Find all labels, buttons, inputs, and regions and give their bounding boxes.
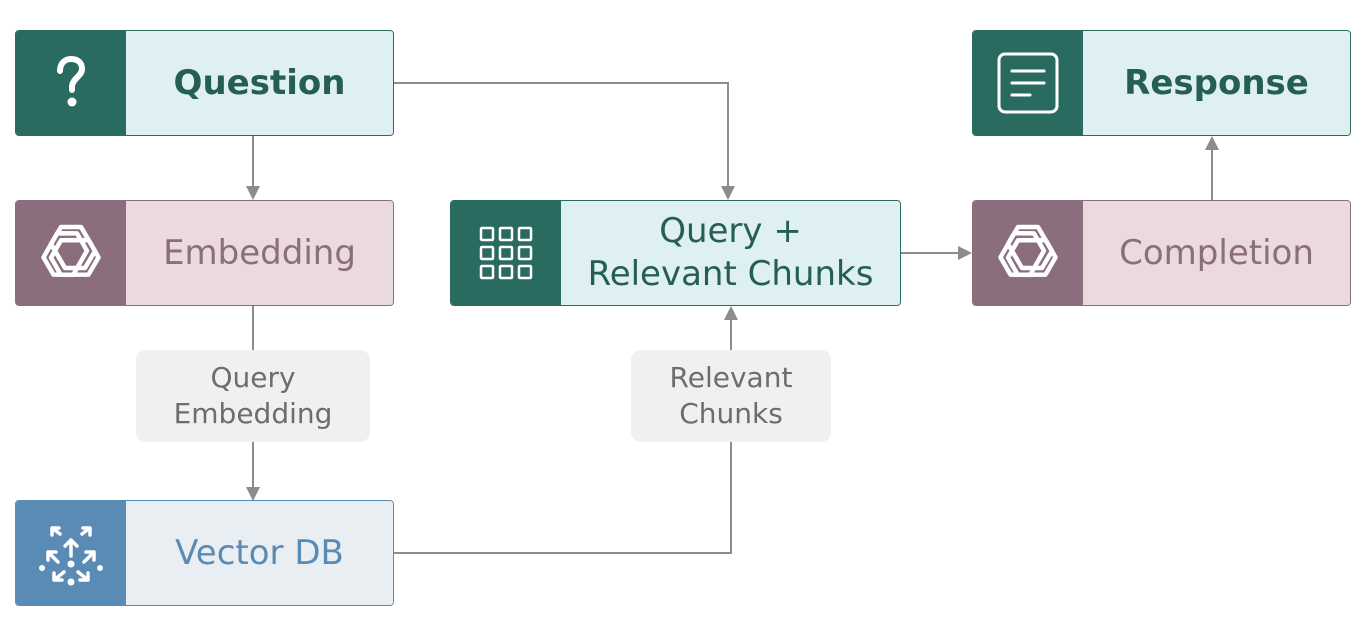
question-mark-icon: [16, 31, 126, 135]
question-label: Question: [126, 31, 393, 135]
query-chunks-label: Query + Relevant Chunks: [561, 201, 900, 305]
query-embedding-edge-label: Query Embedding: [136, 350, 370, 442]
question-node: Question: [15, 30, 394, 136]
query-chunks-node: Query + Relevant Chunks: [450, 200, 901, 306]
openai-logo-icon: [16, 201, 126, 305]
vector-db-label: Vector DB: [126, 501, 393, 605]
response-node: Response: [972, 30, 1351, 136]
query-embedding-line1: Query: [210, 361, 296, 394]
relevant-chunks-edge-label: Relevant Chunks: [631, 350, 831, 442]
query-chunks-label-line1: Query +: [659, 211, 802, 251]
openai-logo-icon: [973, 201, 1083, 305]
response-label: Response: [1083, 31, 1350, 135]
query-chunks-label-line2: Relevant Chunks: [587, 254, 874, 294]
completion-node: Completion: [972, 200, 1351, 306]
embedding-label: Embedding: [126, 201, 393, 305]
grid-icon: [451, 201, 561, 305]
vector-db-node: Vector DB: [15, 500, 394, 606]
vector-cluster-icon: [16, 501, 126, 605]
line-vector-db-to-relevant-chunks: [393, 442, 732, 554]
relevant-chunks-line1: Relevant: [669, 361, 793, 394]
query-embedding-line2: Embedding: [173, 397, 333, 430]
arrow-question-to-query-chunks: [393, 82, 735, 200]
completion-label: Completion: [1083, 201, 1350, 305]
embedding-node: Embedding: [15, 200, 394, 306]
document-icon: [973, 31, 1083, 135]
relevant-chunks-line2: Chunks: [679, 397, 783, 430]
